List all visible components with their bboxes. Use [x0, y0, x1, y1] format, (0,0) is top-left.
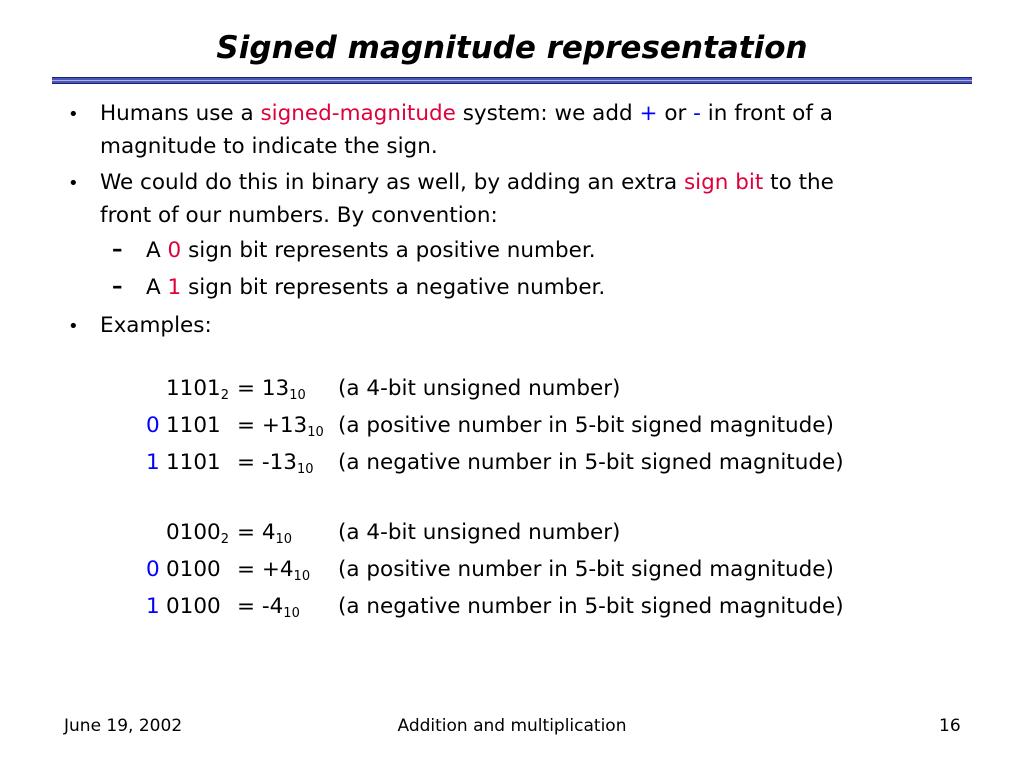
bullet-2-text: We could do this in binary as well, by a…	[100, 170, 684, 195]
dash-icon: –	[112, 237, 123, 261]
sign-bit: 1	[146, 594, 160, 619]
sign-bit: 0	[146, 557, 160, 582]
bullet-1-text: system: we add	[455, 101, 640, 126]
plus-sign: +	[639, 101, 658, 126]
base-subscript: 10	[275, 532, 293, 547]
slide-number: 16	[939, 716, 961, 736]
base-subscript: 10	[283, 606, 300, 621]
bullet-1-text: in front of a	[700, 101, 833, 126]
example-bits: 11012	[166, 376, 229, 403]
sub-bullet-text: A	[146, 238, 168, 263]
example-bits: 0100	[166, 594, 221, 619]
decimal-value: = +13	[237, 413, 308, 438]
bullet-2-line-1: We could do this in binary as well, by a…	[100, 170, 834, 195]
highlight-zero: 0	[167, 238, 182, 263]
example-note: (a positive number in 5-bit signed magni…	[338, 413, 834, 438]
example-equals: = -410	[237, 594, 300, 621]
base-subscript: 10	[289, 388, 306, 403]
minus-sign: -	[693, 101, 701, 126]
bits-value: 0100	[166, 520, 221, 545]
decimal-value: = 13	[237, 376, 290, 401]
sign-bit: 1	[146, 450, 160, 475]
base-subscript: 2	[220, 388, 229, 403]
example-equals: = +1310	[237, 413, 324, 440]
footer-topic: Addition and multiplication	[397, 716, 627, 736]
bullet-icon: •	[68, 316, 79, 337]
bullet-1-text: Humans use a	[100, 101, 261, 126]
example-equals: = -1310	[237, 450, 314, 477]
sign-bit: 0	[146, 413, 160, 438]
example-equals: = +410	[237, 557, 311, 584]
example-note: (a negative number in 5-bit signed magni…	[338, 450, 844, 475]
example-note: (a 4-bit unsigned number)	[338, 520, 621, 545]
bits-value: 1101	[166, 376, 221, 401]
highlight-one: 1	[167, 275, 182, 300]
decimal-value: = 4	[237, 520, 276, 545]
slide-title: Signed magnitude representation	[216, 30, 808, 66]
bullet-icon: •	[68, 104, 79, 125]
bullet-1-line-2: magnitude to indicate the sign.	[100, 134, 438, 159]
footer-date: June 19, 2002	[64, 716, 183, 736]
bullet-2-line-2: front of our numbers. By convention:	[100, 203, 498, 228]
sub-bullet-2: A 1 sign bit represents a negative numbe…	[146, 275, 605, 300]
bullet-icon: •	[68, 173, 79, 194]
title-divider	[52, 77, 972, 84]
example-equals: = 1310	[237, 376, 306, 403]
sub-bullet-text: sign bit represents a positive number.	[181, 238, 596, 263]
decimal-value: = -4	[237, 594, 284, 619]
decimal-value: = -13	[237, 450, 297, 475]
sub-bullet-1: A 0 sign bit represents a positive numbe…	[146, 238, 596, 263]
base-subscript: 10	[293, 569, 311, 584]
base-subscript: 10	[296, 462, 314, 477]
example-bits: 01002	[166, 520, 229, 547]
base-subscript: 10	[307, 425, 324, 440]
example-bits: 0100	[166, 557, 221, 582]
base-subscript: 2	[220, 532, 229, 547]
decimal-value: = +4	[237, 557, 294, 582]
sub-bullet-text: A	[146, 275, 168, 300]
sub-bullet-text: sign bit represents a negative number.	[181, 275, 606, 300]
highlight-signed-magnitude: signed-magnitude	[260, 101, 456, 126]
example-note: (a positive number in 5-bit signed magni…	[338, 557, 834, 582]
example-note: (a 4-bit unsigned number)	[338, 376, 621, 401]
example-bits: 1101	[166, 450, 221, 475]
bullet-1-line-1: Humans use a signed-magnitude system: we…	[100, 101, 833, 126]
example-note: (a negative number in 5-bit signed magni…	[338, 594, 844, 619]
highlight-sign-bit: sign bit	[683, 170, 764, 195]
bullet-1-text: or	[657, 101, 694, 126]
bullet-3: Examples:	[100, 313, 212, 338]
bullet-2-text: to the	[763, 170, 834, 195]
example-bits: 1101	[166, 413, 221, 438]
example-equals: = 410	[237, 520, 293, 547]
dash-icon: –	[112, 274, 123, 298]
